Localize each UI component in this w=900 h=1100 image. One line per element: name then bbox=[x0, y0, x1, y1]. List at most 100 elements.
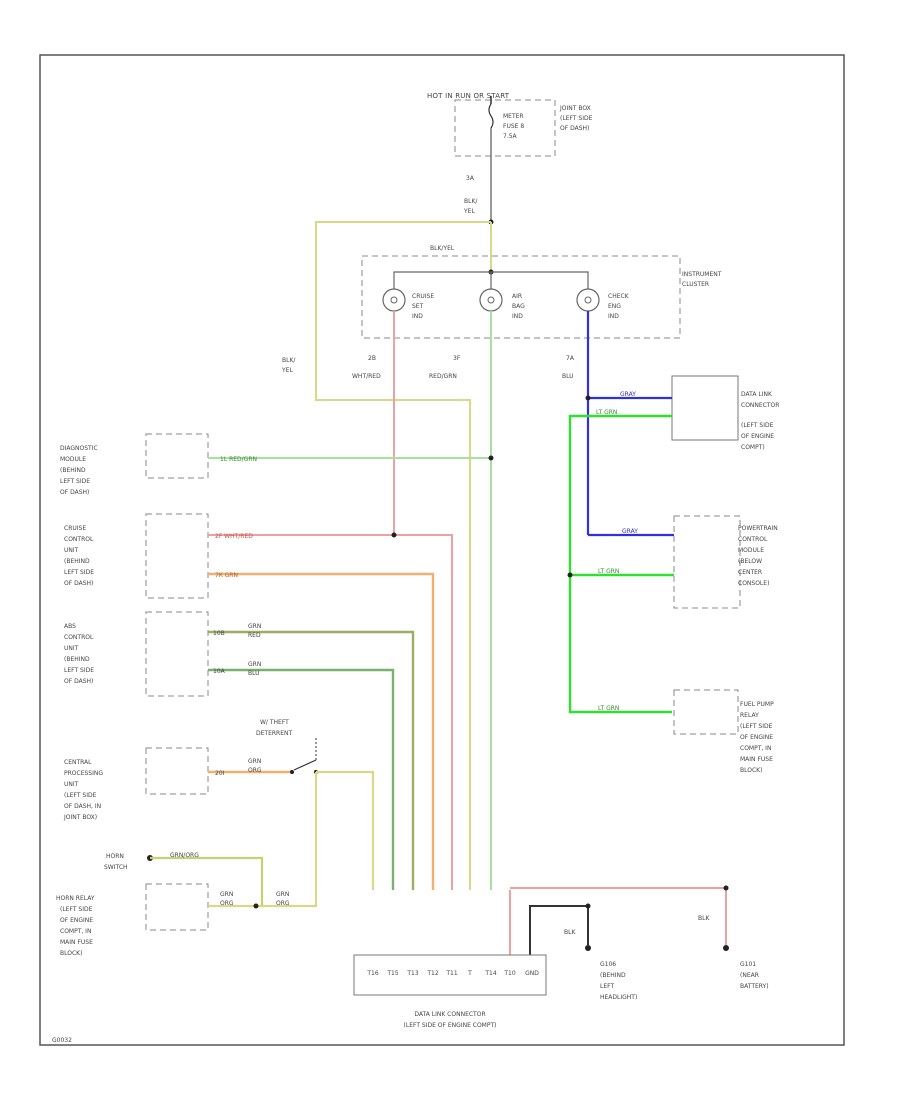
fuel-pump-relay-box bbox=[673, 689, 739, 735]
horn-relay-box bbox=[145, 883, 209, 931]
dlc-top-5: COMPT) bbox=[741, 444, 765, 451]
w-fpr-ltgrn: LT GRN bbox=[598, 705, 619, 712]
fuse-icon bbox=[488, 103, 494, 129]
dlc-pin-4: T11 bbox=[445, 970, 457, 977]
w-cpu-2: ORG bbox=[248, 767, 262, 774]
theft-label-1: W/ THEFT bbox=[260, 719, 289, 726]
dlc-pin-3: T12 bbox=[426, 970, 438, 977]
abs-6: OF DASH) bbox=[64, 678, 93, 685]
w-abs1-pin: 10B bbox=[213, 630, 225, 637]
cpu-5: OF DASH, IN bbox=[64, 803, 101, 810]
wire-check-code-2: BLU bbox=[562, 373, 574, 380]
cruise-1: CRUISE bbox=[64, 525, 86, 532]
diagnostic-module-box bbox=[145, 433, 209, 479]
cpu-3: UNIT bbox=[64, 781, 79, 788]
w-dlc-ltgrn: LT GRN bbox=[596, 409, 617, 416]
w-abs1-2: RED bbox=[248, 632, 261, 639]
g101-1: G101 bbox=[740, 961, 756, 968]
dlc-top-2: CONNECTOR bbox=[741, 402, 779, 409]
horn-relay-5: MAIN FUSE bbox=[60, 939, 93, 946]
wire-check-code-1: 7A bbox=[566, 355, 575, 362]
w-horn-relay2-2: ORG bbox=[276, 900, 290, 907]
horn-relay-3: OF ENGINE bbox=[60, 917, 93, 924]
dlc-bottom-label-2: (LEFT SIDE OF ENGINE COMPT) bbox=[404, 1022, 497, 1029]
w-diag: 1L RED/GRN bbox=[220, 456, 257, 463]
theft-switch-contact bbox=[290, 770, 294, 774]
horn-relay-6: BLOCK) bbox=[60, 950, 82, 957]
wire-cruise-code-2: WHT/RED bbox=[352, 373, 381, 380]
lamp-cruise-1: CRUISE bbox=[412, 293, 434, 300]
wire-blk-yel bbox=[315, 221, 491, 890]
w-cruise1: 2F WHT/RED bbox=[215, 533, 253, 540]
dlc-pin-0: T16 bbox=[366, 970, 378, 977]
dlc-top-4: OF ENGINE bbox=[741, 433, 774, 440]
pcm-2: CONTROL bbox=[738, 536, 768, 543]
lamp-check-3: IND bbox=[608, 313, 619, 320]
dlc-pin-1: T15 bbox=[386, 970, 398, 977]
cruise-3: UNIT bbox=[64, 547, 79, 554]
pcm-6: CONSOLE) bbox=[738, 580, 769, 587]
dlc-bottom-connector bbox=[353, 954, 547, 996]
g101-3: BATTERY) bbox=[740, 983, 769, 990]
theft-switch-icon bbox=[293, 759, 317, 771]
lamp-cruise-icon bbox=[382, 288, 406, 312]
lamp-air-3: IND bbox=[512, 313, 523, 320]
w-abs1-1: GRN bbox=[248, 623, 261, 630]
ground-g101-icon bbox=[723, 945, 729, 951]
dlc-pin-5: T bbox=[467, 970, 472, 977]
w-horn-relay-2: ORG bbox=[220, 900, 234, 907]
abs-1: ABS bbox=[64, 623, 76, 630]
lamp-air-2: BAG bbox=[512, 303, 525, 310]
diag-4: LEFT SIDE bbox=[60, 478, 90, 485]
pcm-1: POWERTRAIN bbox=[738, 525, 778, 532]
pcm-box bbox=[673, 515, 741, 609]
g106-1: G106 bbox=[600, 961, 616, 968]
joint-box bbox=[454, 99, 556, 157]
cpu-6: JOINT BOX) bbox=[63, 814, 97, 821]
dlc-bottom-label-1: DATA LINK CONNECTOR bbox=[414, 1011, 485, 1018]
w-abs2-pin: 10A bbox=[213, 668, 226, 675]
wire-top-color-2: YEL bbox=[463, 208, 475, 215]
diagram-frame bbox=[39, 54, 845, 1046]
w-pcm-ltgrn: LT GRN bbox=[598, 568, 619, 575]
g106-3: LEFT bbox=[600, 983, 614, 990]
wire-top-color-1: BLK/ bbox=[464, 198, 478, 205]
dlc-pin-2: T13 bbox=[406, 970, 418, 977]
footer-code: G0032 bbox=[52, 1037, 72, 1044]
cpu-4: (LEFT SIDE bbox=[64, 792, 97, 799]
abs-2: CONTROL bbox=[64, 634, 94, 641]
dlc-top-1: DATA LINK bbox=[741, 391, 773, 398]
fpr-3: (LEFT SIDE bbox=[740, 723, 773, 730]
wire-lt-grn bbox=[568, 414, 672, 714]
fuse-label-1: METER bbox=[503, 113, 524, 120]
fpr-7: BLOCK) bbox=[740, 767, 762, 774]
wire-left-color-2: YEL bbox=[281, 367, 293, 374]
cpu-2: PROCESSING bbox=[64, 770, 103, 777]
diag-5: OF DASH) bbox=[60, 489, 89, 496]
lamp-cruise-3: IND bbox=[412, 313, 423, 320]
fuse-label-3: 7.5A bbox=[503, 133, 518, 140]
wire-cruise-code-1: 2B bbox=[368, 355, 376, 362]
lamp-airbag-icon bbox=[479, 288, 503, 312]
lamp-check-2: ENG bbox=[608, 303, 621, 310]
w-dlc-gray: GRAY bbox=[620, 391, 636, 398]
dlc-pin-7: T10 bbox=[503, 970, 515, 977]
cpu-1: CENTRAL bbox=[64, 759, 92, 766]
horn-switch-1: HORN bbox=[106, 853, 124, 860]
w-blk1: BLK bbox=[564, 929, 576, 936]
wire-top-num: 3A bbox=[466, 175, 475, 182]
cruise-6: OF DASH) bbox=[64, 580, 93, 587]
fpr-1: FUEL PUMP bbox=[740, 701, 774, 708]
pcm-5: CENTER bbox=[738, 569, 762, 576]
diag-3: (BEHIND bbox=[60, 467, 86, 474]
w-horn-relay-1: GRN bbox=[220, 891, 233, 898]
ic-feed-label: BLK/YEL bbox=[430, 245, 455, 252]
cruise-control-unit-box bbox=[145, 513, 209, 599]
w-abs2-2: BLU bbox=[248, 670, 260, 677]
lamp-check-engine-icon bbox=[576, 288, 600, 312]
horn-relay-4: COMPT, IN bbox=[60, 928, 91, 935]
pcm-3: MODULE bbox=[738, 547, 764, 554]
dlc-pin-8: GND bbox=[525, 970, 539, 977]
fpr-6: MAIN FUSE bbox=[740, 756, 773, 763]
